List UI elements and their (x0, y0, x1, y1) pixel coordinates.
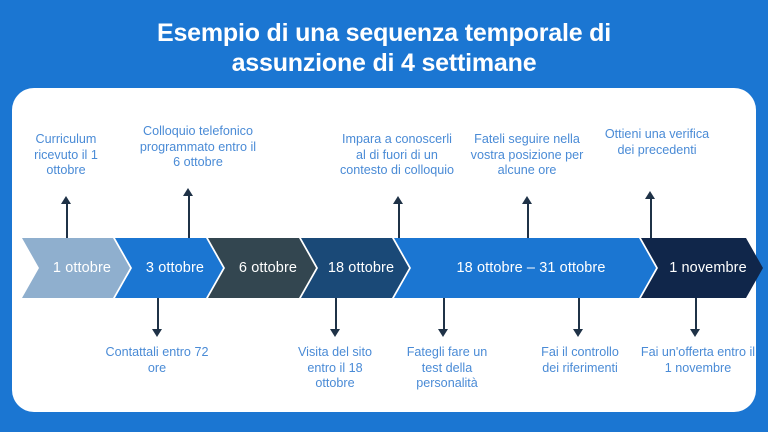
timeline-milestone-2[interactable]: 3 ottobre (115, 238, 223, 298)
callout-label-below-2: Visita del sito entro il 18 ottobre (298, 345, 372, 390)
callout-label-above-2: Colloquio telefonico programmato entro i… (139, 124, 257, 169)
callout-label-below-1: Contattali entro 72 ore (105, 345, 209, 375)
callout-arrow-up-1 (61, 196, 72, 238)
timeline-milestone-6[interactable]: 1 novembre (641, 238, 763, 298)
callout-label-below-5: Fai un'offerta entro il 1 novembre (640, 345, 756, 375)
arrow-stem (578, 297, 580, 331)
callout-label-above-4: Fateli seguire nella vostra posizione pe… (470, 132, 584, 177)
arrow-stem (695, 297, 697, 331)
callout-label-below-3: Fategli fare un test della personalità (406, 345, 488, 390)
callout-arrow-down-4 (573, 297, 584, 337)
arrowhead-up-icon (183, 188, 193, 196)
arrowhead-down-icon (690, 329, 700, 337)
callout-label-above-5: Ottieni una verifica dei precedenti (604, 127, 710, 157)
arrow-stem (157, 297, 159, 331)
callout-label-below-4: Fai il controllo dei riferimenti (541, 345, 619, 375)
page-title: Esempio di una sequenza temporale di ass… (156, 19, 612, 77)
milestone-label: 1 novembre (669, 260, 747, 276)
callout-arrow-down-5 (690, 297, 701, 337)
callout-arrow-down-2 (330, 297, 341, 337)
arrow-stem (188, 194, 190, 238)
arrow-stem (650, 197, 652, 238)
milestone-label: 6 ottobre (238, 260, 298, 276)
timeline-milestone-4[interactable]: 18 ottobre (301, 238, 409, 298)
arrow-stem (443, 297, 445, 331)
arrow-stem (527, 202, 529, 238)
milestone-label: 1 ottobre (52, 260, 112, 276)
arrowhead-down-icon (573, 329, 583, 337)
callout-arrow-up-3 (393, 196, 404, 238)
callout-arrow-up-5 (645, 191, 656, 238)
arrowhead-down-icon (330, 329, 340, 337)
milestone-label: 3 ottobre (145, 260, 205, 276)
timeline-card: 1 ottobre 3 ottobre 6 ottobre 18 ottobre 18 … (12, 88, 756, 412)
arrowhead-down-icon (438, 329, 448, 337)
milestone-label: 18 ottobre (327, 260, 395, 276)
timeline-chevron-band: 1 ottobre 3 ottobre 6 ottobre 18 ottobre 18 … (12, 238, 756, 298)
timeline-milestone-1[interactable]: 1 ottobre (22, 238, 130, 298)
arrow-stem (66, 202, 68, 238)
callout-arrow-up-4 (522, 196, 533, 238)
callout-label-above-3: Impara a conoscerli al di fuori di un co… (339, 132, 455, 177)
arrowhead-down-icon (152, 329, 162, 337)
arrow-stem (398, 202, 400, 238)
timeline-milestone-3[interactable]: 6 ottobre (208, 238, 316, 298)
callout-arrow-down-1 (152, 297, 163, 337)
arrowhead-up-icon (61, 196, 71, 204)
callout-label-above-1: Curriculum ricevuto il 1 ottobre (34, 132, 98, 177)
timeline-milestone-5[interactable]: 18 ottobre – 31 ottobre (394, 238, 656, 298)
milestone-label: 18 ottobre – 31 ottobre (456, 260, 606, 276)
callout-arrow-down-3 (438, 297, 449, 337)
arrowhead-up-icon (522, 196, 532, 204)
arrowhead-up-icon (393, 196, 403, 204)
arrowhead-up-icon (645, 191, 655, 199)
arrow-stem (335, 297, 337, 331)
callout-arrow-up-2 (183, 188, 194, 238)
